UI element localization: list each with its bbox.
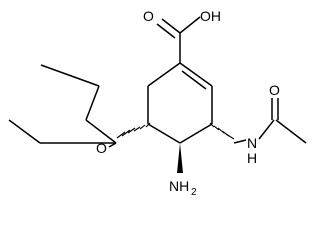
carboxyl-oxygen-label: O	[143, 8, 154, 24]
hydroxyl-bond	[179, 16, 201, 34]
carbonyl-bond-b	[156, 23, 176, 39]
ring-bond-c1-c2	[179, 62, 213, 87]
ring-double-bond-inner	[181, 70, 207, 90]
ring-bond-c3-c4	[179, 123, 213, 144]
bond-lines	[8, 16, 307, 148]
hashed-wedge-ether	[116, 122, 151, 139]
solid-wedge-amine	[177, 143, 183, 173]
pentyl-bond-ch2-ch3-upper	[40, 64, 100, 87]
amine-label: NH	[169, 178, 189, 194]
amide-c-bond	[258, 119, 275, 140]
amide-nitrogen-h-label: H	[247, 150, 257, 166]
hashed-wedge-amide	[209, 122, 235, 140]
pentyl-bond-ch2-ch-upper	[85, 85, 100, 121]
oseltamivir-acid-structure: O OH O NH 2 N H O	[8, 8, 307, 198]
amide-n-bond	[233, 139, 247, 144]
amide-methyl-bond	[275, 119, 307, 144]
carbonyl-bond-a	[161, 18, 181, 34]
amide-oxygen-label: O	[269, 82, 280, 98]
ring-bond-c6-c1	[147, 62, 181, 87]
amide-nitrogen-label: N	[247, 135, 257, 151]
pentyl-bond-ch-ch2-upper	[85, 119, 117, 144]
ether-oxygen-label: O	[96, 140, 107, 156]
hydroxyl-label: OH	[200, 8, 221, 24]
ring-bond-c4-c5	[147, 123, 181, 144]
pentyl-bond-ch2-ch3-lower	[8, 119, 41, 144]
amine-subscript: 2	[191, 187, 197, 198]
